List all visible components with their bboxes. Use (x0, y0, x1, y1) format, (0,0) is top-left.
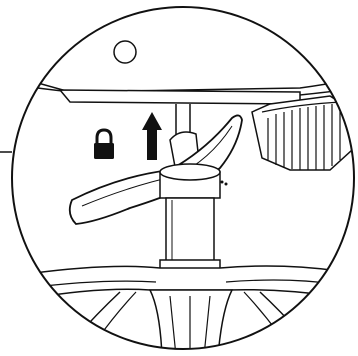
adjustment-knob (252, 96, 352, 170)
chair-base (0, 266, 358, 356)
up-arrow-icon (142, 112, 162, 160)
seat-underside (0, 0, 358, 92)
gas-lift-cylinder (160, 164, 228, 276)
lock-icon (94, 130, 114, 159)
seat-plate (60, 90, 300, 104)
screw-hole (114, 41, 136, 63)
